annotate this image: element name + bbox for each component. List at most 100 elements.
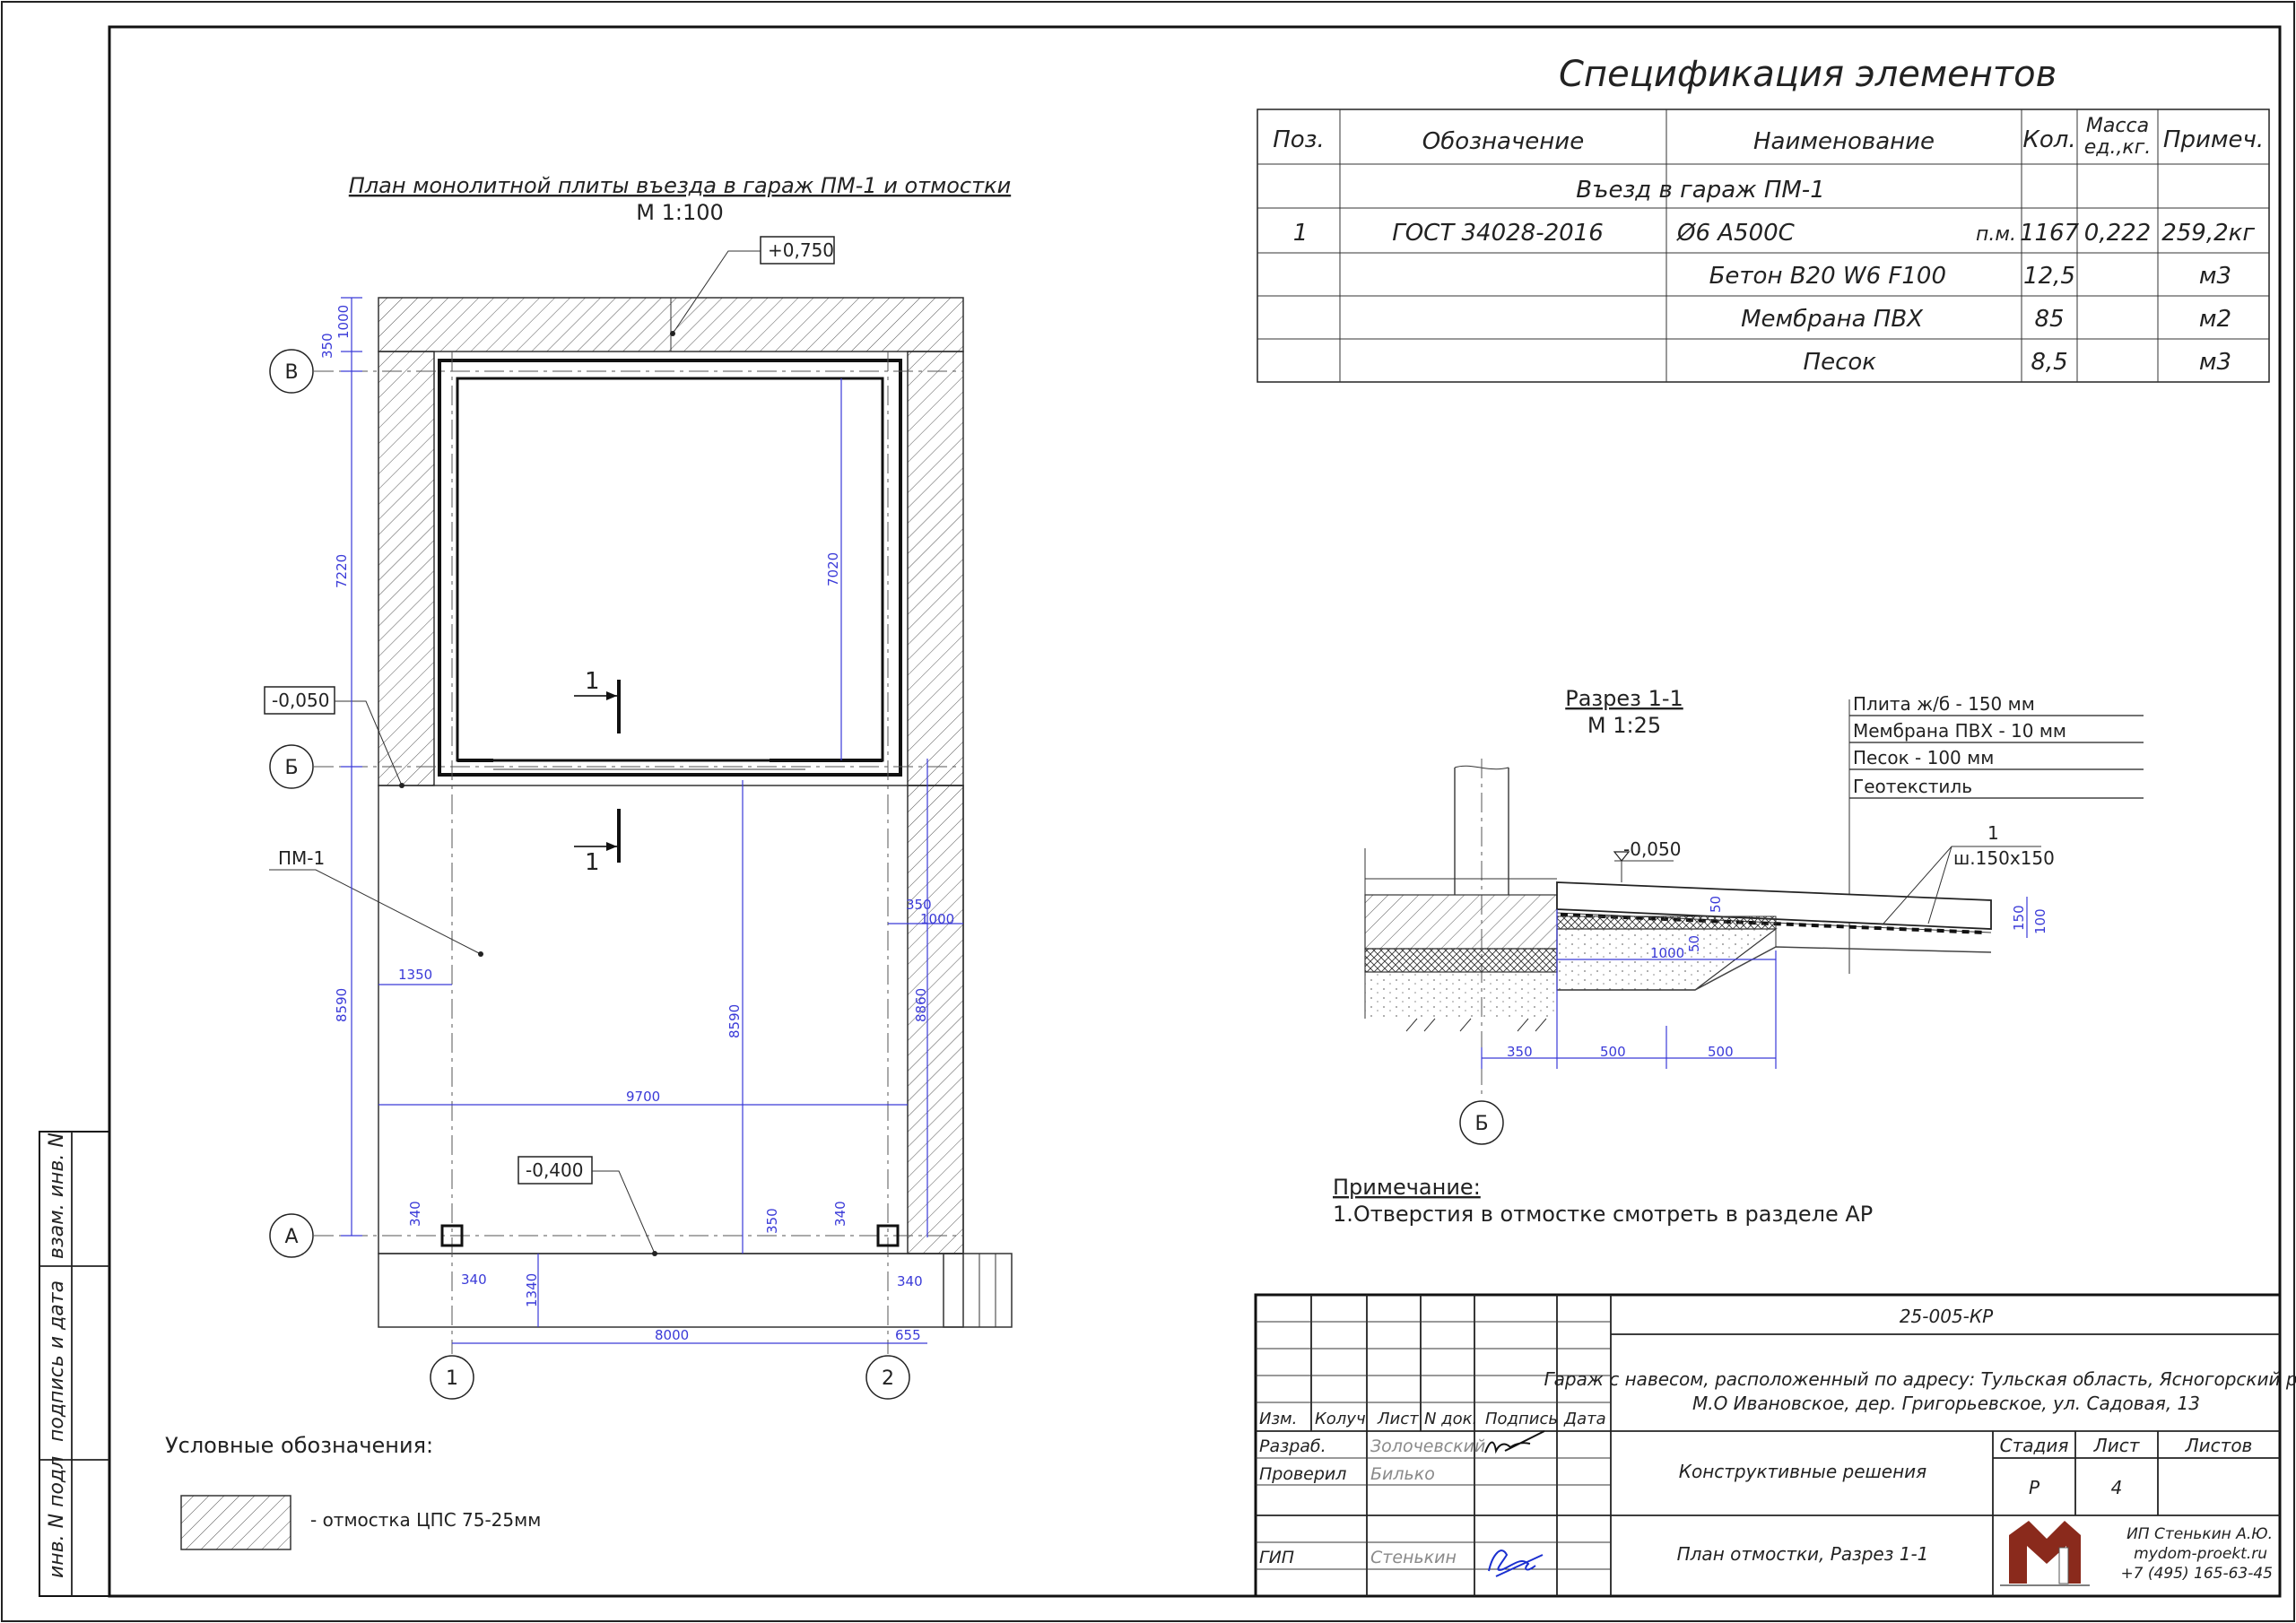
note: Примечание: 1.Отверстия в отмостке смотр… [1333, 1175, 1873, 1227]
spec-row: Мембрана ПВХ 85 м2 [1741, 306, 2231, 333]
dim-label: 150 [2011, 905, 2027, 931]
dim-label: 100 [2032, 908, 2048, 934]
floor-existing [1364, 894, 1558, 950]
spec-cell: 259,2кг [2161, 220, 2255, 247]
dim-label: 1340 [524, 1273, 540, 1307]
stamp-address: М.О Ивановское, дер. Григорьевское, ул. … [1692, 1393, 2200, 1414]
spec-cell: 12,5 [2023, 263, 2075, 290]
spec-cell: Мембрана ПВХ [1741, 306, 1924, 333]
company-site: mydom-proekt.ru [2134, 1545, 2267, 1563]
axis-label: Б [284, 757, 298, 779]
axis-bubble-a [269, 1213, 314, 1258]
legend-hatch-swatch [180, 1495, 291, 1550]
axis-label: 2 [882, 1367, 894, 1390]
stamp-sheets-label: Листов [2185, 1435, 2253, 1456]
dim-label: 8000 [655, 1327, 689, 1343]
spec-cell: 1167 [2020, 220, 2080, 247]
dim-label: 9700 [626, 1089, 660, 1105]
layer-callout: Плита ж/б - 150 мм Мембрана ПВХ - 10 мм … [1848, 693, 2144, 974]
side-stamp-label: подпись и дата [46, 1280, 68, 1442]
level-value: -0,400 [526, 1159, 583, 1181]
dim-label: 1350 [398, 967, 432, 983]
axis-label: В [284, 361, 298, 384]
spec-cell: м2 [2199, 306, 2231, 333]
legend: Условные обозначения: - отмостка ЦПС 75-… [165, 1433, 541, 1550]
stamp-sheet-label: Лист [2093, 1435, 2141, 1456]
axis-bubble-b [269, 744, 314, 789]
slab-pm1 [378, 785, 964, 1254]
stamp-role: Проверил [1259, 1464, 1346, 1484]
dim-label: 340 [897, 1273, 923, 1289]
section-mark-label: 1 [585, 668, 600, 695]
stamp-col-header: Лист [1377, 1410, 1419, 1428]
company-logo [2000, 1521, 2090, 1586]
stamp-sheet-title: План отмостки, Разрез 1-1 [1677, 1543, 1929, 1565]
dim-label: 7220 [334, 554, 350, 588]
level-tag-mid [264, 686, 335, 715]
level-tag-top [760, 236, 835, 265]
layer-label: Плита ж/б - 150 мм [1853, 693, 2035, 715]
dim-label: 7020 [825, 552, 841, 586]
section-view: Разрез 1-1 М 1:25 Плита ж/б - 150 мм Мем… [1364, 686, 2144, 1145]
spec-row: 1 ГОСТ 34028-2016 Ø6 А500С п.м. 1167 0,2… [1293, 220, 2256, 247]
spec-cell: п.м. [1976, 223, 2016, 246]
spec-cell: Ø6 А500С [1676, 220, 1796, 247]
spec-header: Кол. [2022, 126, 2075, 153]
stamp-section-title: Конструктивные решения [1679, 1461, 1926, 1482]
steps [943, 1253, 1013, 1328]
spec-header: Обозначение [1422, 128, 1584, 155]
ramp-slab [1556, 881, 1992, 930]
side-stamp-label: взам. инв. N [46, 1133, 68, 1259]
spec-group-title: Въезд в гараж ПМ-1 [1576, 177, 1824, 204]
spec-cell: 85 [2034, 306, 2064, 333]
stamp-col-header: Дата [1563, 1410, 1606, 1428]
stamp-col-header: N док. [1424, 1410, 1477, 1428]
stamp-address: Гараж с навесом, расположенный по адресу… [1544, 1368, 2296, 1390]
axis-bubble-b-section [1459, 1100, 1504, 1145]
signature-1 [1484, 1430, 1545, 1454]
plan-view: План монолитной плиты въезда в гараж ПМ-… [264, 173, 1013, 1400]
company-name: ИП Стенькин А.Ю. [2126, 1525, 2273, 1543]
section-title: Разрез 1-1 [1565, 686, 1683, 711]
dim-label: 500 [1708, 1044, 1734, 1060]
mesh-position: 1 [1987, 822, 1999, 844]
dim-label: 340 [461, 1271, 487, 1288]
level-value: +0,750 [768, 239, 834, 261]
spec-cell: ГОСТ 34028-2016 [1392, 220, 1604, 247]
side-stamp: взам. инв. N подпись и дата инв. N подл [39, 1131, 110, 1597]
spec-title: Спецификация элементов [1559, 54, 2057, 95]
section-dimensions: 50 50 150 100 1000 350 500 500 [1481, 896, 2048, 1069]
section-mark-top: 1 [574, 668, 621, 733]
axis-bubble-v [269, 349, 314, 394]
dim-label: 8860 [913, 988, 929, 1022]
company-phone: +7 (495) 165-63-45 [2120, 1565, 2273, 1583]
garage-wall-outer [438, 359, 902, 777]
spec-cell: м3 [2199, 349, 2231, 376]
stamp-sheet: 4 [2111, 1477, 2123, 1498]
dim-label: 50 [1686, 935, 1702, 952]
side-stamp-label: инв. N подл [46, 1456, 68, 1578]
stamp-role: ГИП [1259, 1548, 1294, 1567]
axis-label: А [284, 1226, 298, 1248]
spec-row: Бетон В20 W6 F100 12,5 м3 [1709, 263, 2231, 290]
hole-marker-1 [440, 1224, 464, 1247]
dim-label: 1000 [1650, 945, 1684, 961]
section-mark-label: 1 [585, 849, 600, 876]
stamp-col-header: Изм. [1259, 1410, 1297, 1428]
stamp-name: Стенькин [1370, 1548, 1457, 1567]
dim-label: 500 [1600, 1044, 1626, 1060]
dim-label: 340 [832, 1201, 848, 1227]
level-value: -0,050 [272, 690, 329, 711]
plan-scale: М 1:100 [636, 200, 724, 225]
spec-table: Спецификация элементов Поз. Обозначение … [1257, 54, 2270, 383]
spec-row: Песок 8,5 м3 [1804, 349, 2231, 376]
legend-item-label: - отмостка ЦПС 75-25мм [310, 1509, 541, 1531]
spec-cell: 1 [1293, 220, 1309, 247]
axis-label: 1 [446, 1367, 458, 1390]
legend-title: Условные обозначения: [165, 1433, 433, 1458]
note-title: Примечание: [1333, 1175, 1481, 1200]
spec-cell: м3 [2199, 263, 2231, 290]
axis-bubble-2 [865, 1355, 910, 1400]
